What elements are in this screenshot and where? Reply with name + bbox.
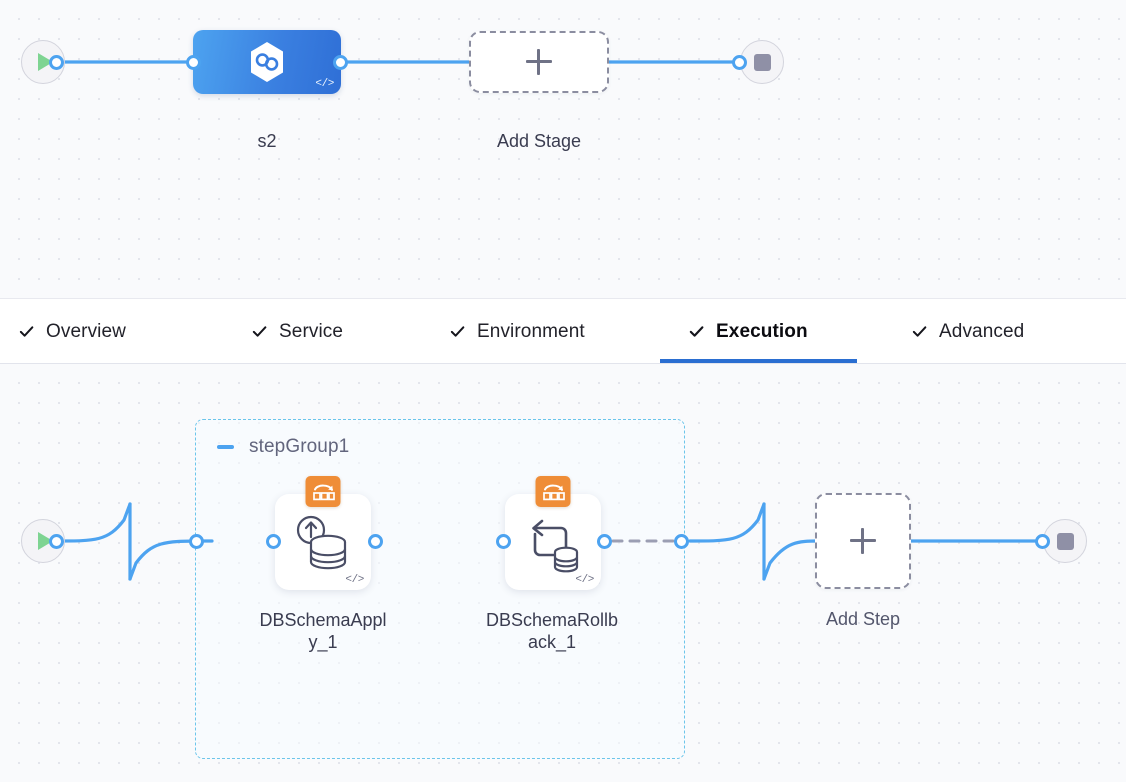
code-brackets-icon[interactable]: </> (345, 574, 364, 586)
tab-service[interactable]: Service (251, 299, 343, 364)
add-stage-label: Add Stage (496, 131, 582, 151)
add-stage-button[interactable] (469, 31, 609, 93)
add-step-button[interactable] (815, 493, 911, 589)
start-output-port[interactable] (49, 55, 64, 70)
step-1-input-port[interactable] (266, 534, 281, 549)
tab-environment[interactable]: Environment (449, 299, 585, 364)
step-label-line1: DBSchemaRollb (485, 610, 619, 630)
stop-icon (1056, 532, 1074, 550)
active-tab-underline (660, 359, 857, 363)
check-icon (689, 326, 704, 337)
harness-cd-hexagon-icon (251, 42, 283, 82)
step-group-exit-port[interactable] (674, 534, 689, 549)
code-brackets-icon[interactable]: </> (575, 574, 594, 586)
step-label-line2: ack_1 (527, 631, 577, 652)
stage-config-tabs[interactable]: Overview Service Environment Execution A (0, 298, 1126, 364)
db-migration-badge-glyph (312, 484, 335, 500)
step-group-container[interactable]: stepGroup1 (195, 419, 685, 759)
check-icon (252, 326, 267, 337)
step-node-dbschemaapply[interactable]: </> (275, 476, 371, 590)
code-brackets-icon[interactable]: </> (315, 78, 334, 90)
database-apply-up-arrow-icon (275, 502, 371, 590)
add-step-label: Add Step (825, 609, 901, 629)
stage-canvas[interactable]: </> s2 Add Stage (0, 0, 1126, 298)
stage-label-s2: s2 (257, 131, 277, 151)
step-2-output-port[interactable] (597, 534, 612, 549)
plus-icon (526, 49, 552, 75)
plus-icon (850, 528, 876, 554)
execution-end-node[interactable] (1043, 519, 1087, 563)
execution-start-output-port[interactable] (49, 534, 64, 549)
step-group-header: stepGroup1 (214, 436, 349, 458)
step-label-line1: DBSchemaAppl (259, 610, 387, 630)
check-icon (912, 326, 927, 337)
end-input-port[interactable] (732, 55, 747, 70)
play-icon (37, 532, 53, 550)
check-icon (450, 326, 465, 337)
tab-overview[interactable]: Overview (18, 299, 126, 364)
tab-execution[interactable]: Execution (688, 299, 808, 364)
pipeline-end-node[interactable] (740, 40, 784, 84)
execution-end-input-port[interactable] (1035, 534, 1050, 549)
check-icon (19, 326, 34, 337)
tab-label: Advanced (939, 320, 1025, 342)
step-1-output-port[interactable] (368, 534, 383, 549)
tab-label: Overview (46, 320, 126, 342)
stage-output-port[interactable] (333, 55, 348, 70)
tab-advanced[interactable]: Advanced (911, 299, 1024, 364)
step-node-dbschemarollback[interactable]: </> (505, 476, 601, 590)
step-group-entry-port[interactable] (189, 534, 204, 549)
tab-label: Environment (477, 320, 585, 342)
minus-icon[interactable] (214, 436, 236, 458)
db-migration-badge-glyph (542, 484, 565, 500)
step-2-input-port[interactable] (496, 534, 511, 549)
step-label-line2: y_1 (308, 631, 338, 652)
tab-label: Service (279, 320, 344, 342)
step-group-title: stepGroup1 (249, 436, 350, 457)
database-rollback-arrow-icon (505, 502, 601, 590)
stop-icon (753, 53, 771, 71)
play-icon (37, 53, 53, 71)
stage-input-port[interactable] (186, 55, 201, 70)
stage-node-s2[interactable]: </> (193, 30, 341, 94)
execution-canvas[interactable]: stepGroup1 (0, 364, 1126, 782)
db-migration-badge-icon (305, 476, 341, 507)
db-migration-badge-icon (535, 476, 571, 507)
tab-label: Execution (716, 320, 808, 342)
